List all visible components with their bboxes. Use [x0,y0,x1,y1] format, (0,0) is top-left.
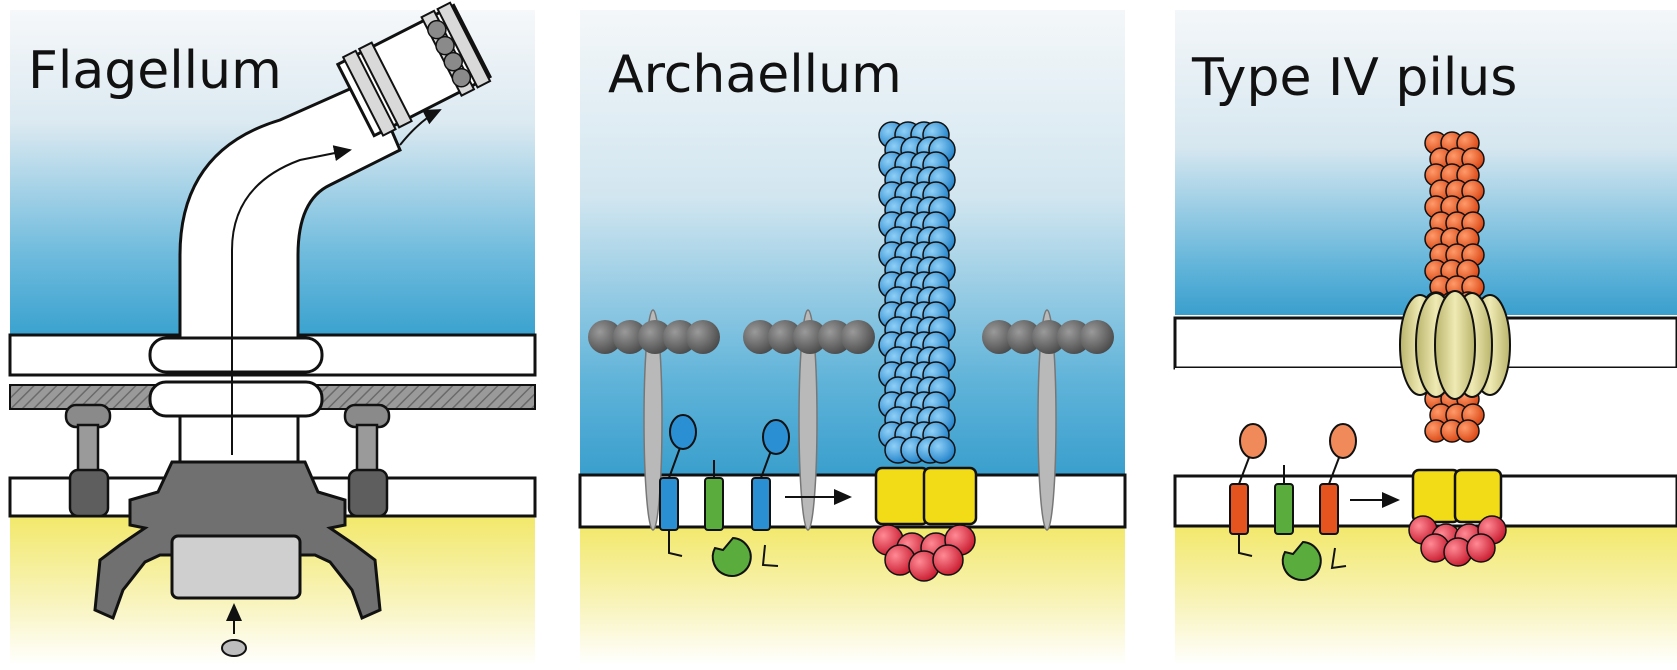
panel-title-archaellum: Archaellum [608,45,902,105]
rod [180,416,298,466]
platform-protein-icon [876,468,976,524]
panel-title-type-iv-pilus: Type IV pilus [1191,48,1517,108]
platform-protein-icon [1413,470,1501,522]
export-apparatus [172,536,300,598]
panel-archaellum: Archaellum [580,10,1125,665]
substrate-icon [222,640,246,656]
atpase-subunit [1467,534,1495,562]
pilin-subunit [1457,420,1479,442]
archaellin-subunit [929,437,955,463]
archaellum-filament-icon [879,122,955,463]
l-ring [150,338,322,372]
panel-type-iv-pilus: Type IV pilus [1175,10,1677,665]
panel-title-flagellum: Flagellum [28,41,282,101]
p-ring [150,382,322,416]
cytoplasm-background [580,525,1125,665]
stator-left-icon [66,405,110,516]
secretin-ring-icon [1400,291,1510,399]
atpase-subunit [933,545,963,575]
panel-flagellum: Flagellum [10,2,535,665]
stator-right-icon [345,405,389,516]
